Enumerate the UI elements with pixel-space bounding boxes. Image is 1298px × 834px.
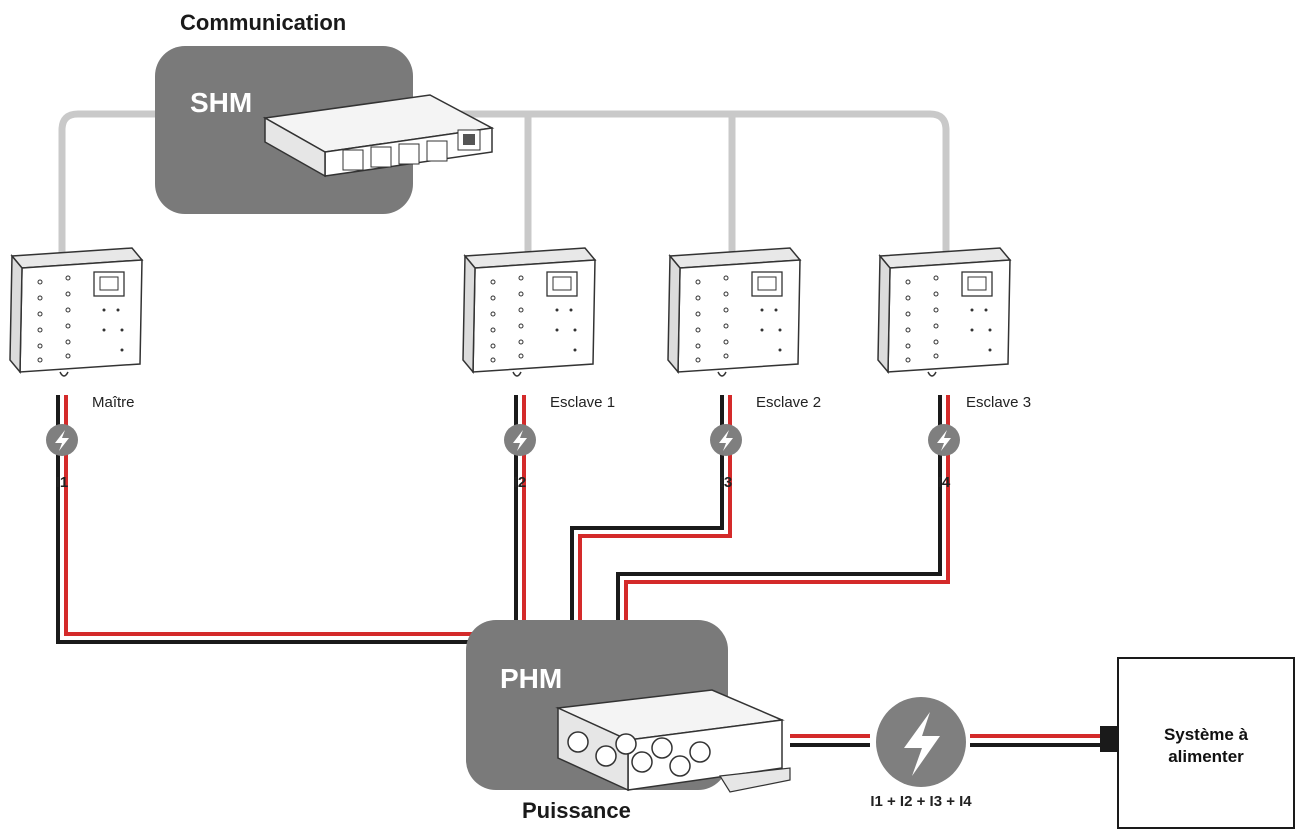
shm-device	[262, 94, 495, 178]
inverter-slave-2	[667, 247, 801, 377]
inverter-master	[9, 247, 143, 377]
current-label: I1	[56, 474, 69, 491]
module-label: Esclave 1	[550, 394, 615, 411]
inverter-slave-3	[877, 247, 1011, 377]
current-label: I4	[938, 474, 951, 491]
phm-label: PHM	[500, 663, 562, 694]
shm-hub: SHM	[155, 46, 495, 214]
module-label: Maître	[92, 394, 135, 411]
puissance-title: Puissance	[522, 798, 631, 823]
lightning-bolt-icon	[710, 424, 742, 456]
power-cables-black	[56, 395, 1100, 747]
current-label: I3	[720, 474, 733, 491]
lightning-bolt-icon	[46, 424, 78, 456]
communication-bus	[58, 110, 950, 266]
lightning-bolt-icon	[504, 424, 536, 456]
communication-title: Communication	[180, 10, 346, 35]
output-connector	[1100, 726, 1120, 752]
system-label-line2: alimenter	[1168, 747, 1244, 766]
module-label: Esclave 2	[756, 394, 821, 411]
phm-hub: PHM	[466, 620, 791, 793]
phm-device	[555, 689, 791, 793]
system-to-power: Système à alimenter	[1117, 657, 1295, 829]
module-label: Esclave 3	[966, 394, 1031, 411]
inverter-slave-1	[462, 247, 596, 377]
system-label-line1: Système à	[1164, 725, 1249, 744]
lightning-bolt-icon	[876, 697, 966, 787]
lightning-bolt-icon	[928, 424, 960, 456]
current-label: I2	[514, 474, 527, 491]
shm-label: SHM	[190, 87, 252, 118]
power-cables-red	[64, 395, 1100, 738]
output-current-label: I1 + I2 + I3 + I4	[870, 793, 972, 810]
